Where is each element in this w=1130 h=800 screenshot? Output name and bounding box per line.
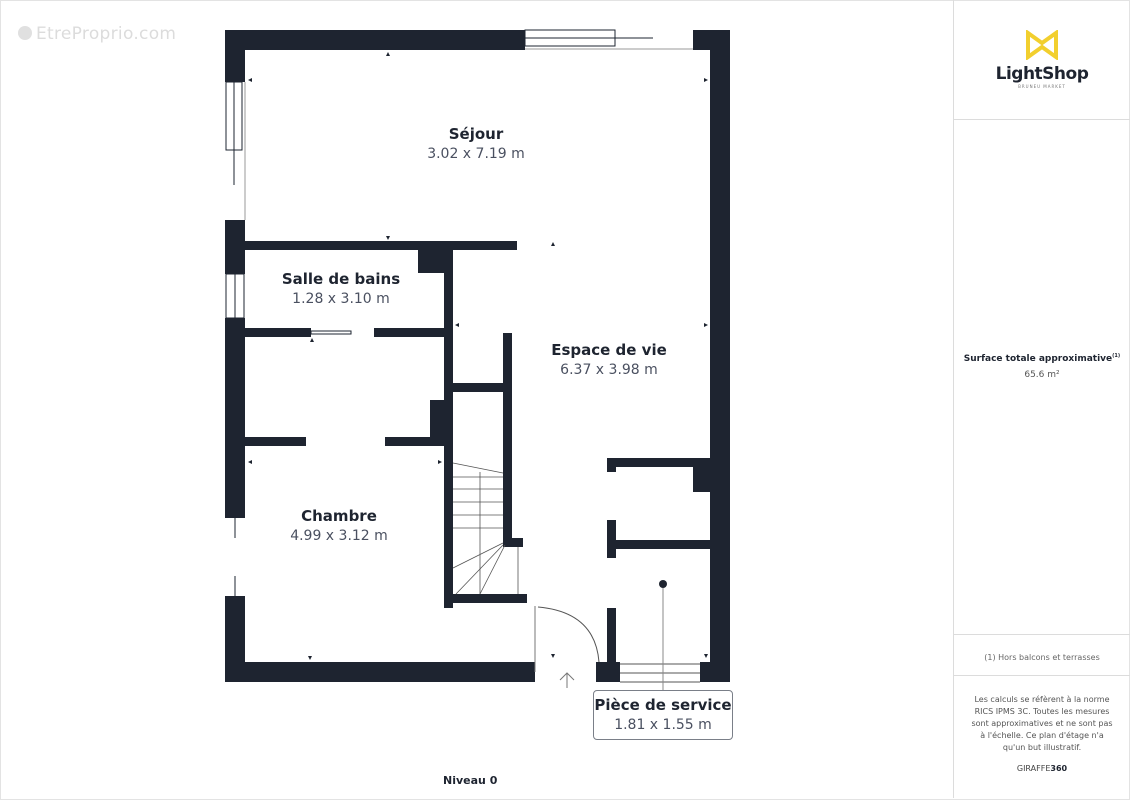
logo-text: LightShop — [995, 64, 1089, 84]
room-callout-piece-de-service: Pièce de service 1.81 x 1.55 m — [593, 690, 733, 740]
footnote-text: (1) Hors balcons et terrasses — [984, 653, 1100, 662]
room-label-salle-de-bains: Salle de bains 1.28 x 3.10 m — [282, 269, 400, 309]
room-name: Pièce de service — [594, 696, 732, 714]
floor-plan-area: EtreProprio.com — [18, 24, 733, 787]
logo-tagline: BRUNEU MARKET — [1018, 84, 1066, 89]
room-label-chambre: Chambre 4.99 x 3.12 m — [290, 506, 388, 546]
room-label-sejour: Séjour 3.02 x 7.19 m — [427, 124, 525, 164]
entrance-arrow-icon — [559, 672, 575, 688]
lightshop-logo: LightShop BRUNEU MARKET — [954, 29, 1130, 89]
room-dimensions: 1.81 x 1.55 m — [614, 717, 712, 733]
surface-section: Surface totale approximative(1) 65.6 m² — [954, 120, 1130, 635]
disclaimer-section: Les calculs se réfèrent à la norme RICS … — [954, 676, 1130, 798]
giraffe360-brand: GIRAFFE360 — [954, 764, 1130, 773]
room-dimensions: 1.28 x 3.10 m — [292, 291, 390, 307]
walls — [225, 30, 730, 682]
watermark-text: EtreProprio.com — [36, 24, 177, 44]
floor-plan-drawing — [225, 29, 730, 690]
callout-anchor-dot — [659, 580, 667, 588]
info-sidebar: LightShop BRUNEU MARKET Surface totale a… — [953, 0, 1130, 798]
room-name: Chambre — [301, 507, 377, 525]
windows-and-doors — [225, 29, 700, 690]
room-name: Salle de bains — [281, 270, 401, 288]
level-label: Niveau 0 — [443, 774, 498, 787]
room-dimensions: 6.37 x 3.98 m — [560, 362, 658, 378]
room-name: Espace de vie — [551, 341, 667, 359]
room-label-espace-de-vie: Espace de vie 6.37 x 3.98 m — [551, 340, 667, 380]
surface-title-text: Surface totale approximative — [963, 354, 1113, 364]
disclaimer-text: Les calculs se réfèrent à la norme RICS … — [971, 695, 1113, 752]
dimension-markers — [248, 52, 708, 660]
lightshop-logo-icon — [1026, 29, 1058, 61]
room-dimensions: 4.99 x 3.12 m — [290, 528, 388, 544]
footnote-marker: (1) — [1112, 353, 1121, 359]
surface-value: 65.6 m² — [1024, 370, 1060, 380]
room-dimensions: 3.02 x 7.19 m — [427, 146, 525, 162]
brand-prefix: GIRAFFE — [1016, 764, 1051, 773]
footnote-section: (1) Hors balcons et terrasses — [954, 635, 1130, 676]
room-name: Séjour — [448, 125, 504, 143]
brand-suffix: 360 — [1050, 764, 1068, 773]
surface-title: Surface totale approximative(1) — [954, 353, 1130, 364]
logo-section: LightShop BRUNEU MARKET — [954, 0, 1130, 120]
watermark: EtreProprio.com — [18, 24, 176, 44]
watermark-logo-icon — [18, 26, 32, 40]
